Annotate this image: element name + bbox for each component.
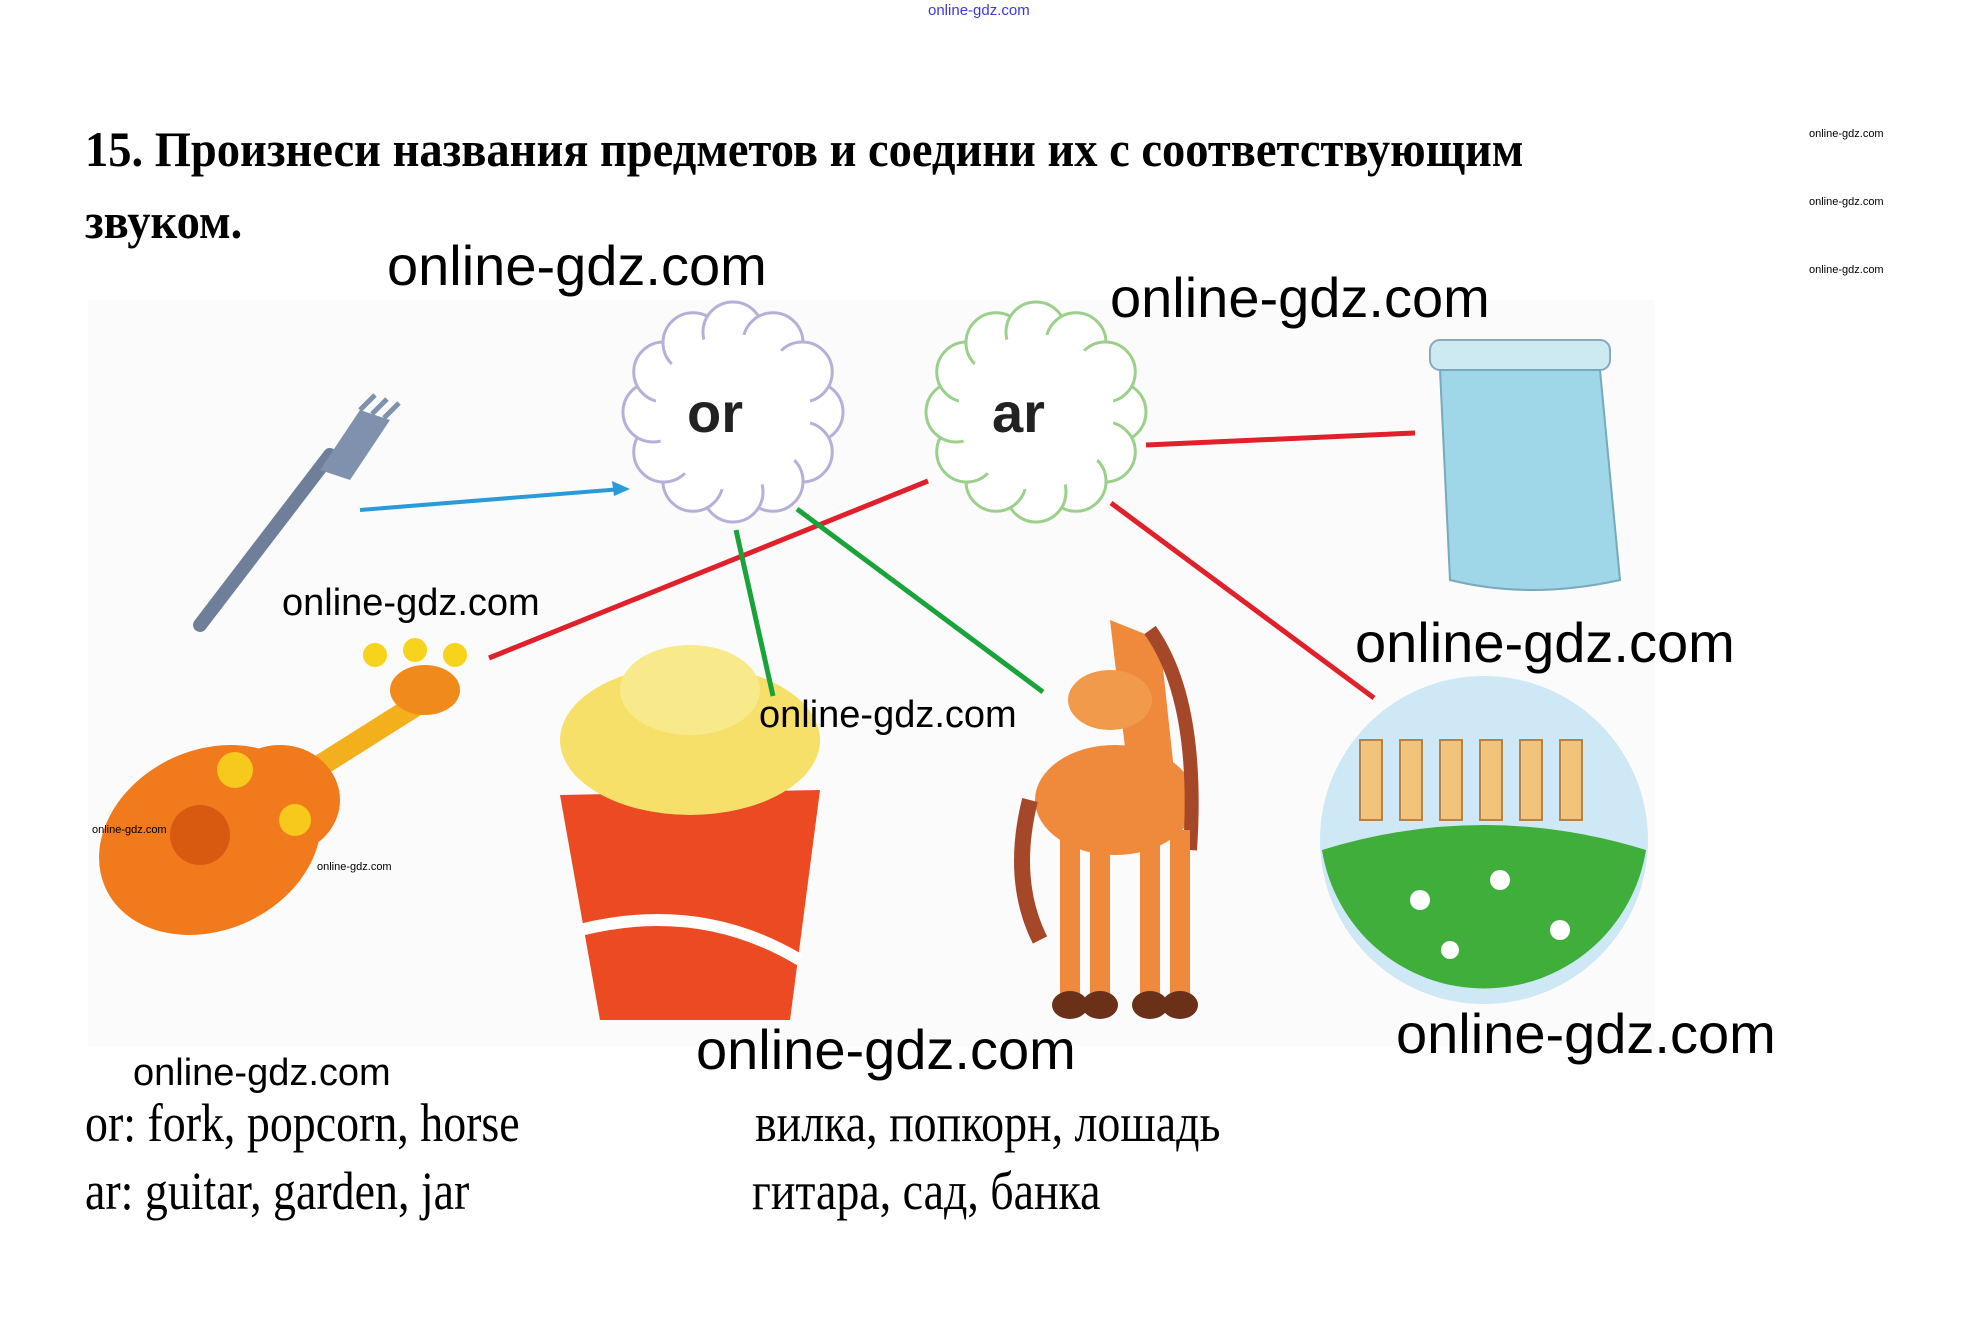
watermark: online-gdz.com (1110, 266, 1490, 329)
arrowhead-icon (612, 481, 630, 496)
watermark: online-gdz.com (1396, 1002, 1776, 1065)
garden-icon (1320, 676, 1648, 1004)
garden-ar-line (1109, 500, 1376, 701)
answer-or-english: or: fork, popcorn, horse (85, 1093, 520, 1153)
jar-icon (1429, 339, 1622, 591)
task-title-line2: звуком. (85, 193, 243, 249)
watermark: online-gdz.com (92, 824, 167, 836)
fork-icon (193, 393, 401, 632)
watermark: online-gdz.com (759, 694, 1017, 736)
popcorn-icon (560, 645, 820, 1020)
answer-ar-russian: гитара, сад, банка (752, 1161, 1101, 1221)
sound-or-label: or (687, 381, 743, 444)
flower-ar-icon (924, 300, 1148, 524)
answer-or-russian: вилка, попкорн, лошадь (755, 1093, 1221, 1153)
popcorn-or-line (733, 529, 776, 697)
flower-or-icon (621, 300, 845, 524)
flower-center (958, 334, 1114, 490)
jar-ar-line (1145, 430, 1416, 448)
horse-icon (1014, 620, 1199, 1019)
answer-ar-english: ar: guitar, garden, jar (85, 1161, 470, 1221)
watermark: online-gdz.com (1355, 611, 1735, 674)
fork-or-arrow (359, 487, 623, 512)
guitar-ar-line (488, 478, 929, 661)
watermark: online-gdz.com (1809, 128, 1884, 140)
watermark: online-gdz.com (1809, 264, 1884, 276)
watermark: online-gdz.com (696, 1018, 1076, 1081)
top-watermark: online-gdz.com (928, 2, 1030, 19)
sound-ar-label: ar (992, 381, 1045, 444)
guitar-icon (99, 638, 467, 935)
watermark: online-gdz.com (1809, 196, 1884, 208)
watermark: online-gdz.com (282, 582, 540, 624)
horse-or-line (795, 506, 1045, 695)
watermark: online-gdz.com (133, 1052, 391, 1094)
flower-center (655, 334, 811, 490)
task-title-line1: 15. Произнеси названия предметов и соеди… (85, 121, 1524, 177)
watermark: online-gdz.com (387, 234, 767, 297)
watermark: online-gdz.com (317, 861, 392, 873)
